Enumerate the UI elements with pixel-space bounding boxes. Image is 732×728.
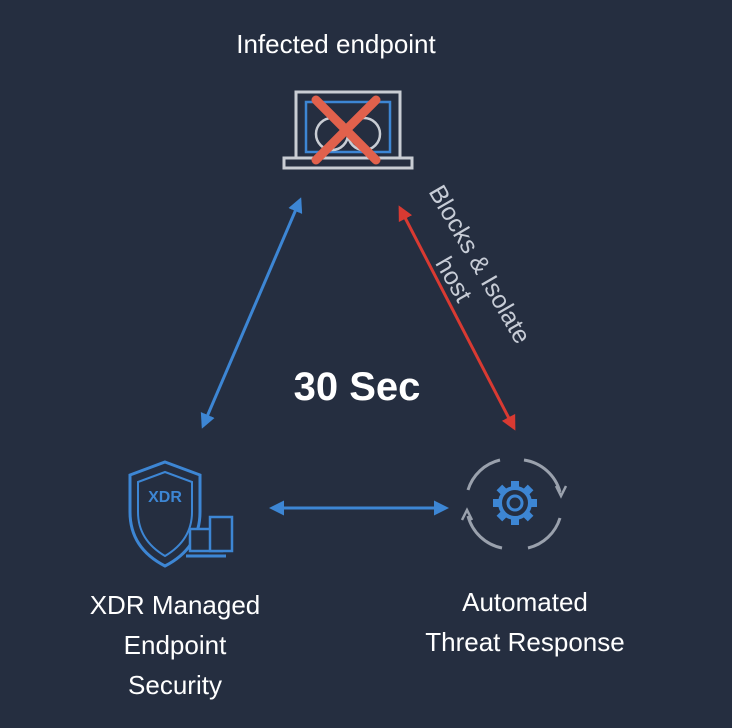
infected-laptop-icon <box>282 90 414 170</box>
node-label-xdr-managed: XDR Managed Endpoint Security <box>30 585 320 705</box>
label-line: Automated <box>462 587 588 617</box>
node-label-infected-endpoint: Infected endpoint <box>236 29 436 59</box>
label-line: Threat Response <box>425 627 625 657</box>
edge-left-top-arrow <box>200 197 303 429</box>
label-line: Security <box>128 670 222 700</box>
node-label-automated-threat-response: Automated Threat Response <box>372 582 678 662</box>
edge-top-right-arrow <box>398 205 516 431</box>
center-time-label: 30 Sec <box>293 365 421 409</box>
gear-cycle-icon <box>460 458 568 550</box>
label-line: Endpoint <box>123 630 227 660</box>
xdr-badge-text: XDR <box>148 489 182 506</box>
label-line: XDR Managed <box>89 590 261 620</box>
xdr-shield-icon: XDR <box>128 460 234 568</box>
